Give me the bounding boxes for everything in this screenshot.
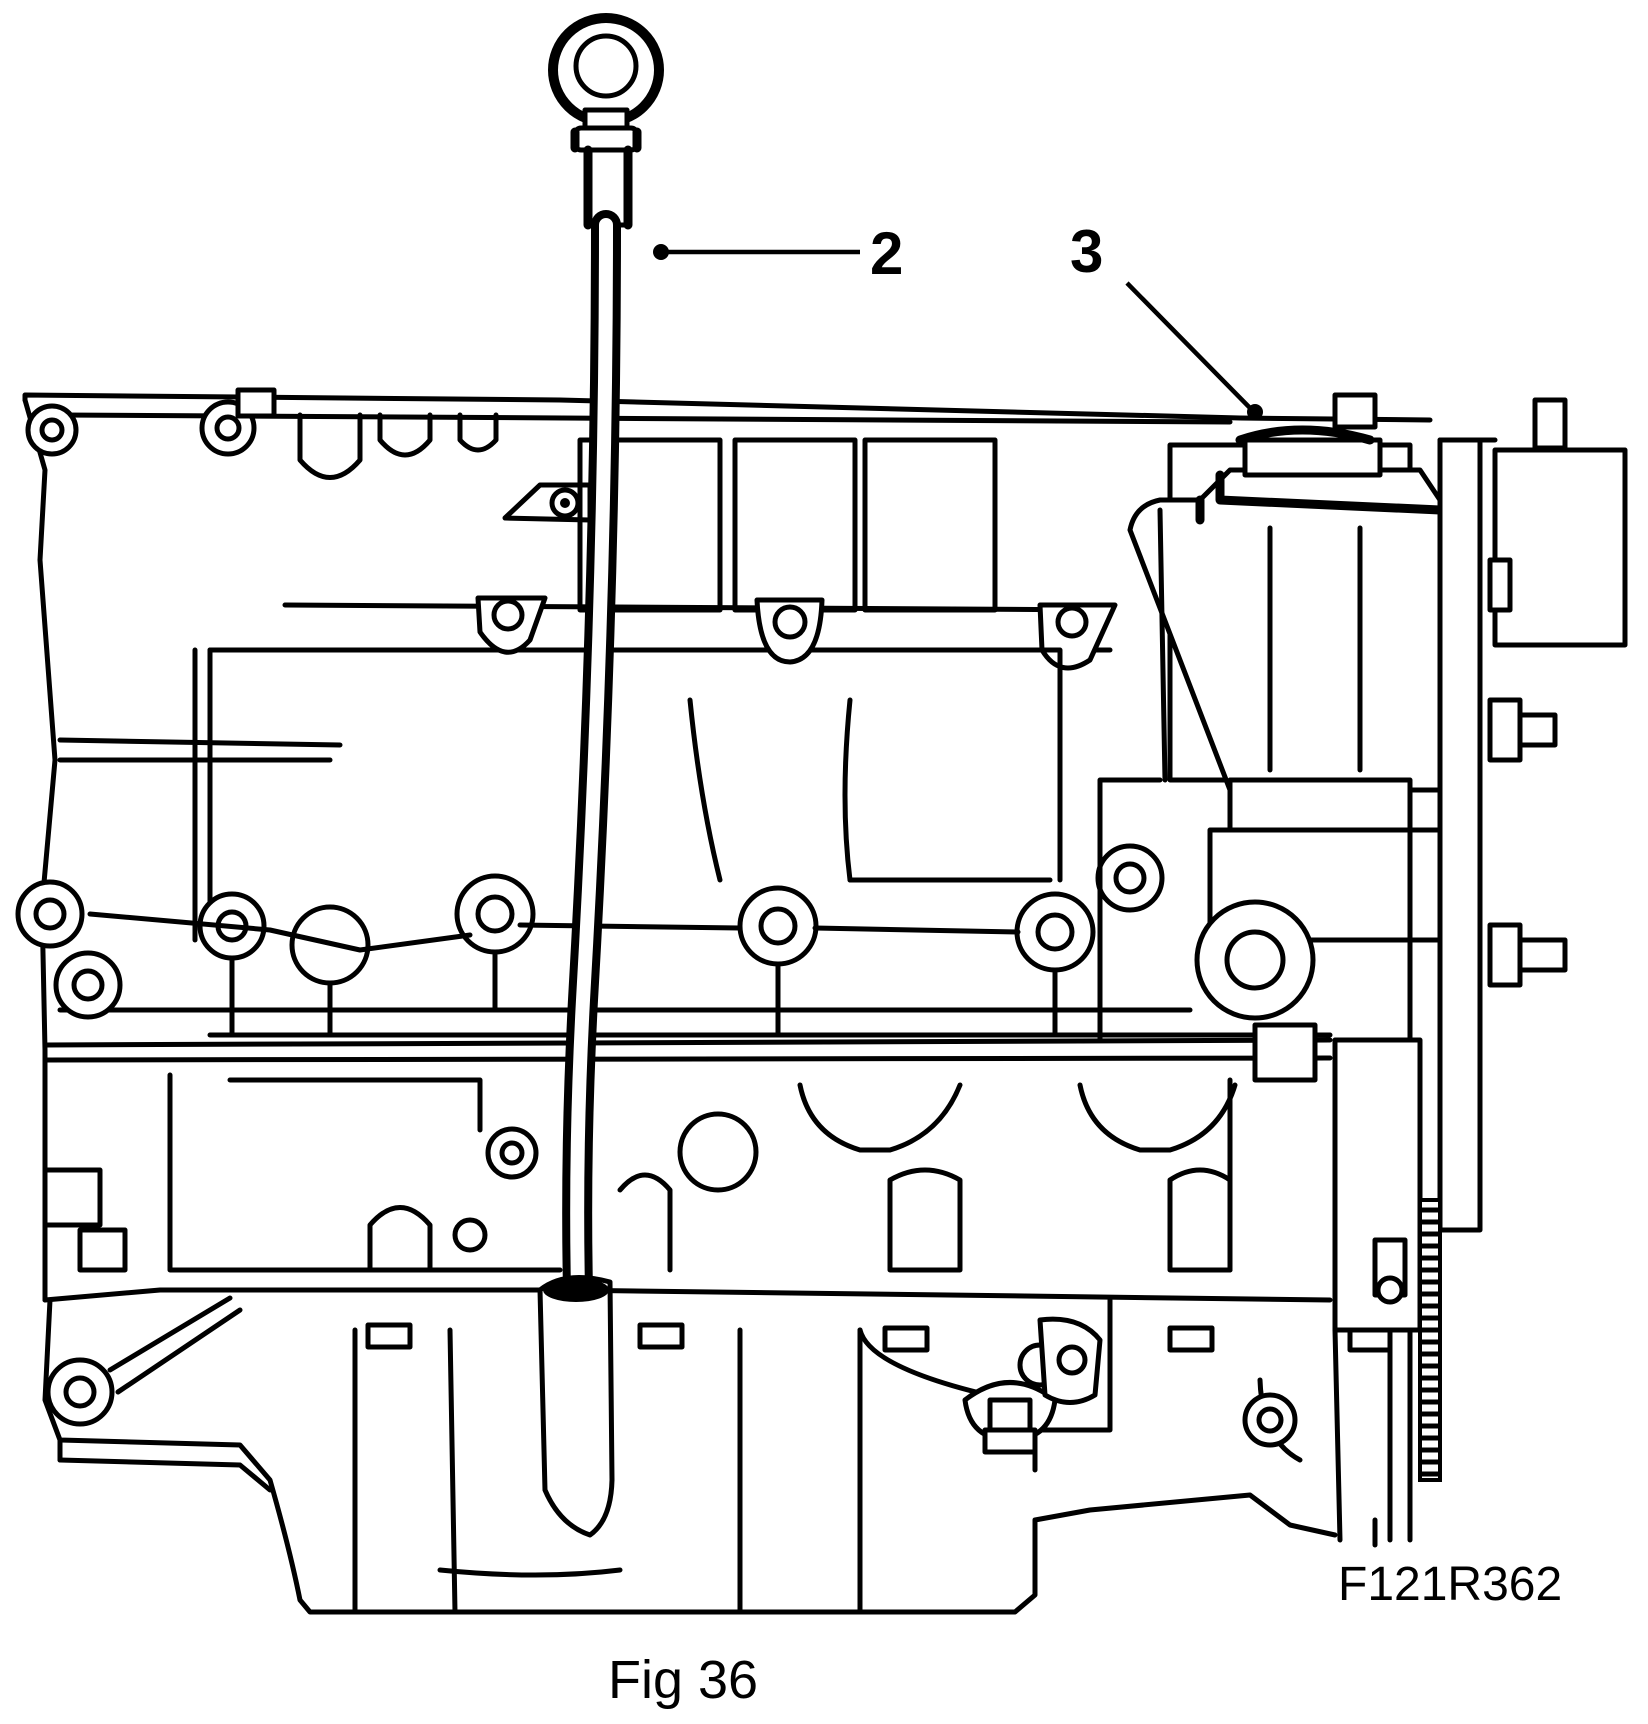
ring-gear [1418, 1198, 1442, 1482]
figure-caption: Fig 36 [608, 1650, 758, 1710]
callout-2-label: 2 [870, 220, 903, 287]
drain-plug [962, 1316, 1103, 1455]
callout-leaders [653, 244, 1263, 420]
leader-dot-2 [653, 244, 669, 260]
oil-dipstick [537, 13, 664, 1538]
figure-code: F121R362 [1338, 1558, 1562, 1611]
sump-bolts [365, 1322, 1393, 1353]
oil-filter-housing [1097, 392, 1445, 1083]
callout-3-label: 3 [1070, 218, 1103, 285]
flywheel-side [1332, 397, 1628, 1548]
leader-line-3 [1125, 281, 1254, 412]
leader-dot-3 [1247, 404, 1263, 420]
bolt-bosses [15, 843, 1165, 1193]
engine-block [22, 387, 1433, 1303]
oil-sump [42, 1295, 1393, 1615]
